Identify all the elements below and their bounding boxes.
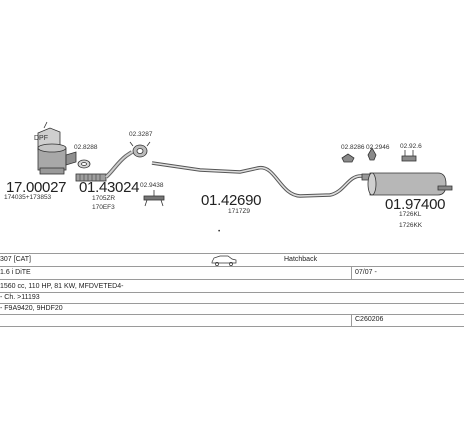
vehicle-spec: 1560 cc, 110 HP, 81 KW, MFDVETED4- (0, 283, 124, 290)
part-number-01-97400[interactable]: 01.97400 (385, 196, 446, 213)
part-code-02-8286[interactable]: 02.8286 (341, 144, 365, 151)
table-row-divider-2 (0, 279, 464, 280)
table-row-divider-1 (0, 266, 464, 267)
part-code-02-92-6[interactable]: 02.92.6 (400, 143, 422, 150)
part-code-02-9438[interactable]: 02.9438 (140, 182, 164, 189)
vehicle-body-type: Hatchback (284, 256, 318, 263)
part-number-01-42690[interactable]: 01.42690 (201, 192, 262, 209)
vehicle-model: 307 [CAT] (0, 256, 31, 263)
table-row-divider-4 (0, 303, 464, 304)
part-code-02-3287[interactable]: 02.3287 (129, 131, 153, 138)
dpf-unit-drawing (37, 121, 77, 175)
part-number-17-00027[interactable]: 17.00027 (6, 179, 67, 196)
catalog-code: C260206 (355, 316, 384, 323)
part-code-02-2946[interactable]: 02.2946 (366, 144, 390, 151)
table-row-divider-3 (0, 292, 464, 293)
rear-silencer-drawing (361, 172, 453, 196)
vehicle-engine: 1.6 i DiTE (0, 269, 31, 276)
clamp-drawing (129, 141, 151, 158)
part-sub-1705zr: 1705ZR (92, 195, 116, 202)
accessory-drawings (341, 147, 417, 163)
dpf-label: DPF (34, 135, 48, 142)
front-pipe-drawing (75, 150, 134, 182)
part-sub-174035: 174035+173853 (4, 194, 52, 201)
part-number-01-43024[interactable]: 01.43024 (79, 179, 140, 196)
car-icon (211, 255, 237, 266)
center-pipe-drawing (151, 161, 363, 198)
part-sub-170ef3: 170EF3 (92, 204, 115, 211)
gasket-drawing (77, 159, 91, 169)
part-sub-1726kk: 1726KK (399, 222, 423, 229)
part-sub-1726kl: 1726KL (399, 211, 422, 218)
table-row-divider-5 (0, 314, 464, 315)
dot-marker: • (218, 228, 221, 235)
part-code-02-8288[interactable]: 02.8288 (74, 144, 98, 151)
rubber-mounting-drawing (143, 190, 165, 207)
table-top-divider (0, 253, 464, 254)
part-sub-1717z9: 1717Z9 (228, 208, 251, 215)
vehicle-engine-codes: - F9A9420, 9HDF20 (0, 305, 63, 312)
table-col-divider-2 (351, 314, 352, 326)
vehicle-date: 07/07 - (355, 269, 377, 276)
vehicle-chassis: - Ch. >11193 (0, 294, 40, 301)
table-col-divider-1 (351, 266, 352, 279)
table-bottom-divider (0, 326, 464, 327)
